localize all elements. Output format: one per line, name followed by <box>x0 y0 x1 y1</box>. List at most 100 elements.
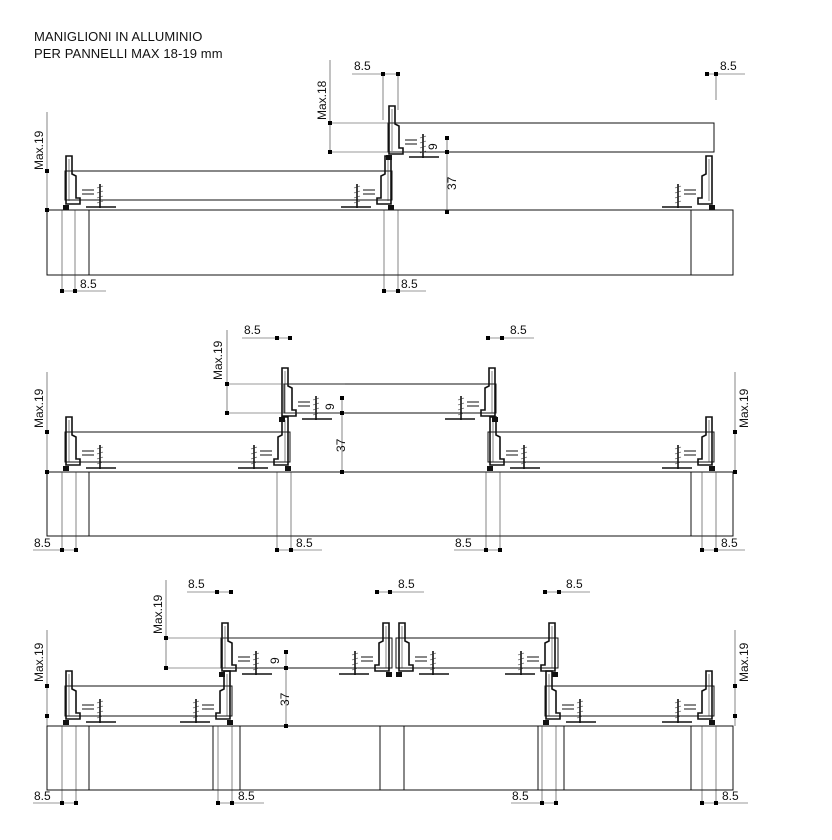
dimension-tick <box>60 801 64 805</box>
dim-85-label: 8.5 <box>34 789 51 803</box>
dimension-tick <box>275 336 279 340</box>
screw-thread <box>419 145 427 149</box>
dimension-tick <box>543 590 547 594</box>
dim-85-label: 8.5 <box>722 789 739 803</box>
screw-thread <box>674 190 682 194</box>
foot-pad <box>386 155 392 160</box>
dim-9-label: 9 <box>268 657 282 664</box>
screw-thread <box>674 185 682 189</box>
dimension-tick <box>230 801 234 805</box>
drawing-title: MANIGLIONI IN ALLUMINIO PER PANNELLI MAX… <box>34 28 223 62</box>
screw-thread <box>252 662 260 666</box>
screw-thread <box>674 451 682 455</box>
dimension-tick <box>700 801 704 805</box>
handle-profile <box>543 670 596 725</box>
dim-85-label: 8.5 <box>401 277 418 291</box>
panel <box>487 431 715 463</box>
screw-thread <box>192 715 200 719</box>
handle-profile <box>662 670 715 725</box>
dimension-tick <box>284 666 288 670</box>
dimension-tick <box>714 548 718 552</box>
screw-thread <box>96 185 104 189</box>
dimension-tick <box>275 548 279 552</box>
screw-thread <box>520 461 528 465</box>
screw-thread <box>419 140 427 144</box>
screw-thread <box>429 657 437 661</box>
handle-body <box>540 622 556 672</box>
panel <box>387 122 715 153</box>
dimension-tick <box>45 684 49 688</box>
screw-thread <box>96 200 104 204</box>
cabinet-block <box>46 725 734 791</box>
handle-body <box>65 416 81 466</box>
dimension-tick <box>45 470 49 474</box>
dimension-tick <box>396 72 400 76</box>
cabinet-block <box>46 471 734 537</box>
screw-thread <box>250 456 258 460</box>
handle-body <box>398 622 414 672</box>
max19-label: Max.19 <box>737 388 751 428</box>
dim-9-label: 9 <box>323 403 337 410</box>
foot-pad <box>709 466 715 471</box>
max19-label: Max.19 <box>32 388 46 428</box>
dimension-tick <box>289 548 293 552</box>
screw-thread <box>96 710 104 714</box>
dim-9-label: 9 <box>426 143 440 150</box>
dim-85-label: 8.5 <box>80 277 97 291</box>
screw-thread <box>520 446 528 450</box>
screw-thread <box>674 710 682 714</box>
handle-body <box>697 416 713 466</box>
dimension-tick <box>284 650 288 654</box>
foot-pad <box>543 720 549 725</box>
screw-thread <box>520 456 528 460</box>
dim-85-label: 8.5 <box>296 536 313 550</box>
panel <box>220 637 393 669</box>
screw-thread <box>192 700 200 704</box>
handle-profile <box>279 367 332 422</box>
dimension-tick <box>445 150 449 154</box>
title-line-1: MANIGLIONI IN ALLUMINIO <box>34 29 203 44</box>
screw-thread <box>353 195 361 199</box>
screw-thread <box>250 461 258 465</box>
foot-pad <box>552 672 558 677</box>
screw-thread <box>96 446 104 450</box>
handle-profile <box>662 155 715 210</box>
screw-thread <box>252 657 260 661</box>
screw-thread <box>312 402 320 406</box>
foot-pad <box>709 205 715 210</box>
dimension-tick <box>500 336 504 340</box>
handle-profile <box>238 416 291 471</box>
screw-thread <box>674 700 682 704</box>
dim-85-label: 8.5 <box>354 59 371 73</box>
handle-body <box>65 670 81 720</box>
dimension-tick <box>164 666 168 670</box>
dim-85-label: 8.5 <box>244 323 261 337</box>
foot-pad <box>219 672 225 677</box>
dim-37-label: 37 <box>278 692 292 706</box>
screw-thread <box>96 456 104 460</box>
screw-thread <box>429 667 437 671</box>
screw-thread <box>252 652 260 656</box>
foot-pad <box>396 672 402 677</box>
screw-thread <box>192 705 200 709</box>
dimension-tick <box>714 72 718 76</box>
screw-thread <box>576 710 584 714</box>
dimension-tick <box>445 136 449 140</box>
handle-profile <box>63 670 116 725</box>
handle-body <box>388 105 404 155</box>
screw-thread <box>419 135 427 139</box>
dimension-tick <box>225 411 229 415</box>
screw-thread <box>96 190 104 194</box>
dimension-tick <box>554 801 558 805</box>
dim-85-label: 8.5 <box>510 323 527 337</box>
dim-85-label: 8.5 <box>398 577 415 591</box>
dimension-tick <box>284 724 288 728</box>
handle-body <box>281 367 297 417</box>
max19-label: Max.19 <box>151 594 165 634</box>
screw-thread <box>312 412 320 416</box>
screw-thread <box>353 185 361 189</box>
foot-pad <box>279 417 285 422</box>
dim-85-label: 8.5 <box>566 577 583 591</box>
